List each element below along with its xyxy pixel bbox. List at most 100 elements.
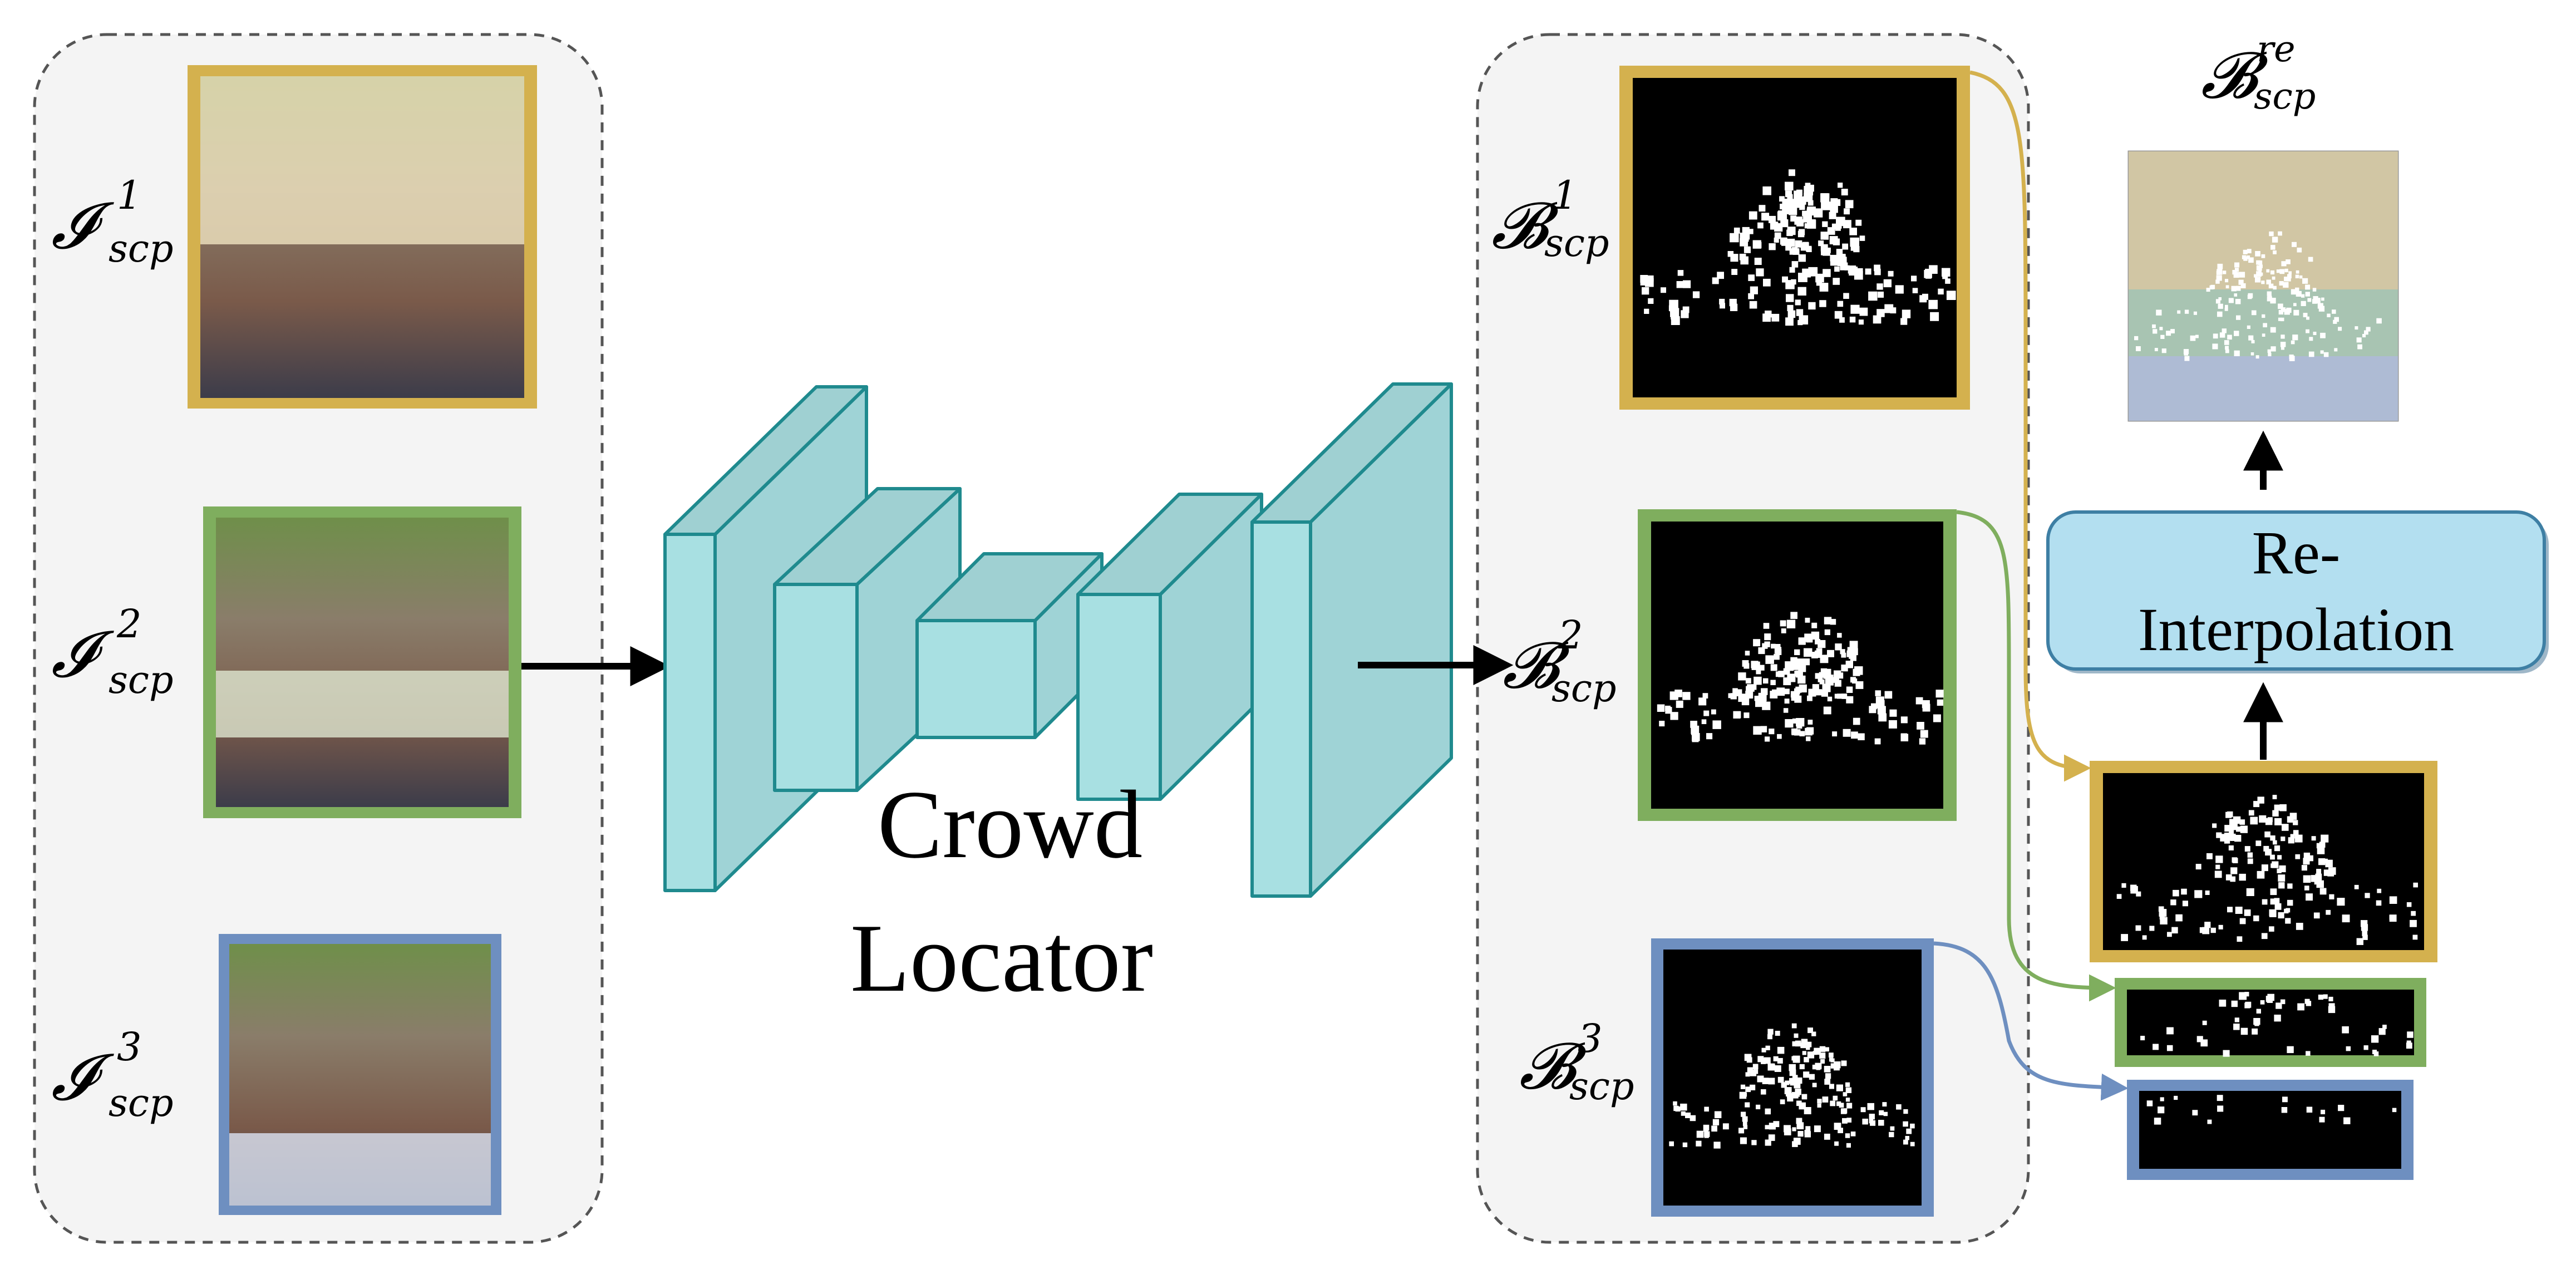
- head-point: [1890, 307, 1897, 314]
- head-point: [1829, 211, 1836, 219]
- head-point: [2321, 297, 2324, 301]
- head-point: [1787, 310, 1796, 318]
- head-point: [2224, 307, 2228, 311]
- head-point: [1831, 223, 1838, 230]
- head-point: [1777, 734, 1782, 739]
- head-point: [2248, 257, 2254, 263]
- head-point: [1845, 1133, 1850, 1138]
- head-point: [1827, 696, 1833, 702]
- head-point: [2270, 327, 2276, 333]
- head-point: [2389, 915, 2394, 920]
- head-point: [2261, 933, 2268, 939]
- head-point: [1825, 668, 1831, 675]
- head-point: [1704, 1106, 1709, 1112]
- head-point: [2225, 285, 2229, 289]
- strip-gold: [2090, 761, 2437, 962]
- head-point: [1765, 736, 1770, 742]
- head-point: [2284, 309, 2290, 315]
- head-point: [1820, 655, 1829, 663]
- head-point: [1930, 312, 1939, 321]
- head-point: [1806, 208, 1814, 216]
- head-point: [2195, 335, 2199, 338]
- head-point: [2319, 1116, 2325, 1123]
- head-point: [2254, 274, 2258, 278]
- head-point: [2308, 351, 2314, 357]
- head-point: [1711, 1125, 1717, 1132]
- head-point: [1798, 254, 1806, 262]
- head-point: [1833, 238, 1840, 245]
- head-point: [1780, 1099, 1785, 1104]
- head-point: [2281, 1107, 2288, 1113]
- head-point: [2121, 883, 2126, 888]
- head-point: [1888, 720, 1897, 729]
- head-point: [1845, 1098, 1850, 1102]
- head-point: [2256, 1009, 2261, 1014]
- head-point: [1783, 668, 1790, 675]
- head-point: [1816, 689, 1823, 696]
- head-point: [2170, 329, 2175, 333]
- head-point: [2301, 301, 2306, 306]
- head-point: [1851, 731, 1858, 739]
- head-point: [1867, 1103, 1874, 1110]
- reinterp-box: [2046, 510, 2549, 673]
- head-point: [1807, 720, 1813, 725]
- head-point: [1933, 714, 1941, 722]
- head-point: [1748, 211, 1757, 220]
- head-point: [1714, 1111, 1722, 1118]
- head-point: [1862, 1118, 1868, 1125]
- head-point: [2248, 335, 2254, 341]
- head-point: [1794, 649, 1800, 656]
- head-point: [2289, 356, 2295, 361]
- head-point: [1703, 1127, 1708, 1132]
- head-point: [1776, 687, 1785, 696]
- decoder-block-2: [1250, 382, 1453, 898]
- head-point: [1796, 1122, 1804, 1129]
- head-point: [1834, 311, 1843, 319]
- head-point: [2269, 926, 2274, 932]
- head-point: [1811, 652, 1818, 658]
- head-point: [2366, 327, 2371, 332]
- head-point: [2291, 340, 2295, 345]
- head-point: [1750, 286, 1758, 294]
- strip-blue: [2127, 1080, 2414, 1180]
- head-point: [1849, 267, 1858, 276]
- head-point: [1763, 278, 1771, 287]
- head-point: [1765, 655, 1774, 664]
- head-point: [1698, 697, 1707, 706]
- head-point: [2257, 870, 2265, 879]
- head-point: [1802, 658, 1810, 666]
- head-point: [2278, 303, 2283, 309]
- head-point: [1804, 189, 1813, 198]
- head-point: [2313, 296, 2318, 302]
- head-point: [1690, 1115, 1696, 1121]
- head-point: [1747, 1067, 1754, 1073]
- head-point: [1803, 1071, 1810, 1078]
- head-point: [1783, 677, 1791, 686]
- head-point: [1878, 713, 1887, 722]
- head-point: [1806, 636, 1813, 643]
- head-point: [2159, 327, 2163, 331]
- head-point: [1830, 1100, 1836, 1106]
- head-point: [2305, 292, 2310, 297]
- head-point: [1843, 293, 1849, 299]
- head-point: [2321, 1109, 2326, 1114]
- head-point: [2311, 836, 2316, 841]
- head-point: [1765, 311, 1772, 318]
- head-point: [2166, 331, 2171, 336]
- head-point: [1797, 1131, 1804, 1137]
- head-point: [2265, 818, 2273, 825]
- head-point: [2234, 331, 2239, 336]
- head-point: [2363, 1045, 2368, 1050]
- head-point: [2306, 1051, 2311, 1056]
- head-point: [2296, 270, 2299, 274]
- head-point: [2161, 348, 2166, 353]
- head-point: [1924, 270, 1932, 278]
- head-point: [1790, 612, 1797, 619]
- head-point: [1849, 316, 1856, 323]
- head-point: [1807, 200, 1814, 206]
- head-point: [2413, 882, 2418, 888]
- head-point: [1794, 1033, 1799, 1038]
- head-point: [2319, 888, 2327, 895]
- head-point: [1759, 665, 1765, 671]
- head-point: [1875, 690, 1881, 696]
